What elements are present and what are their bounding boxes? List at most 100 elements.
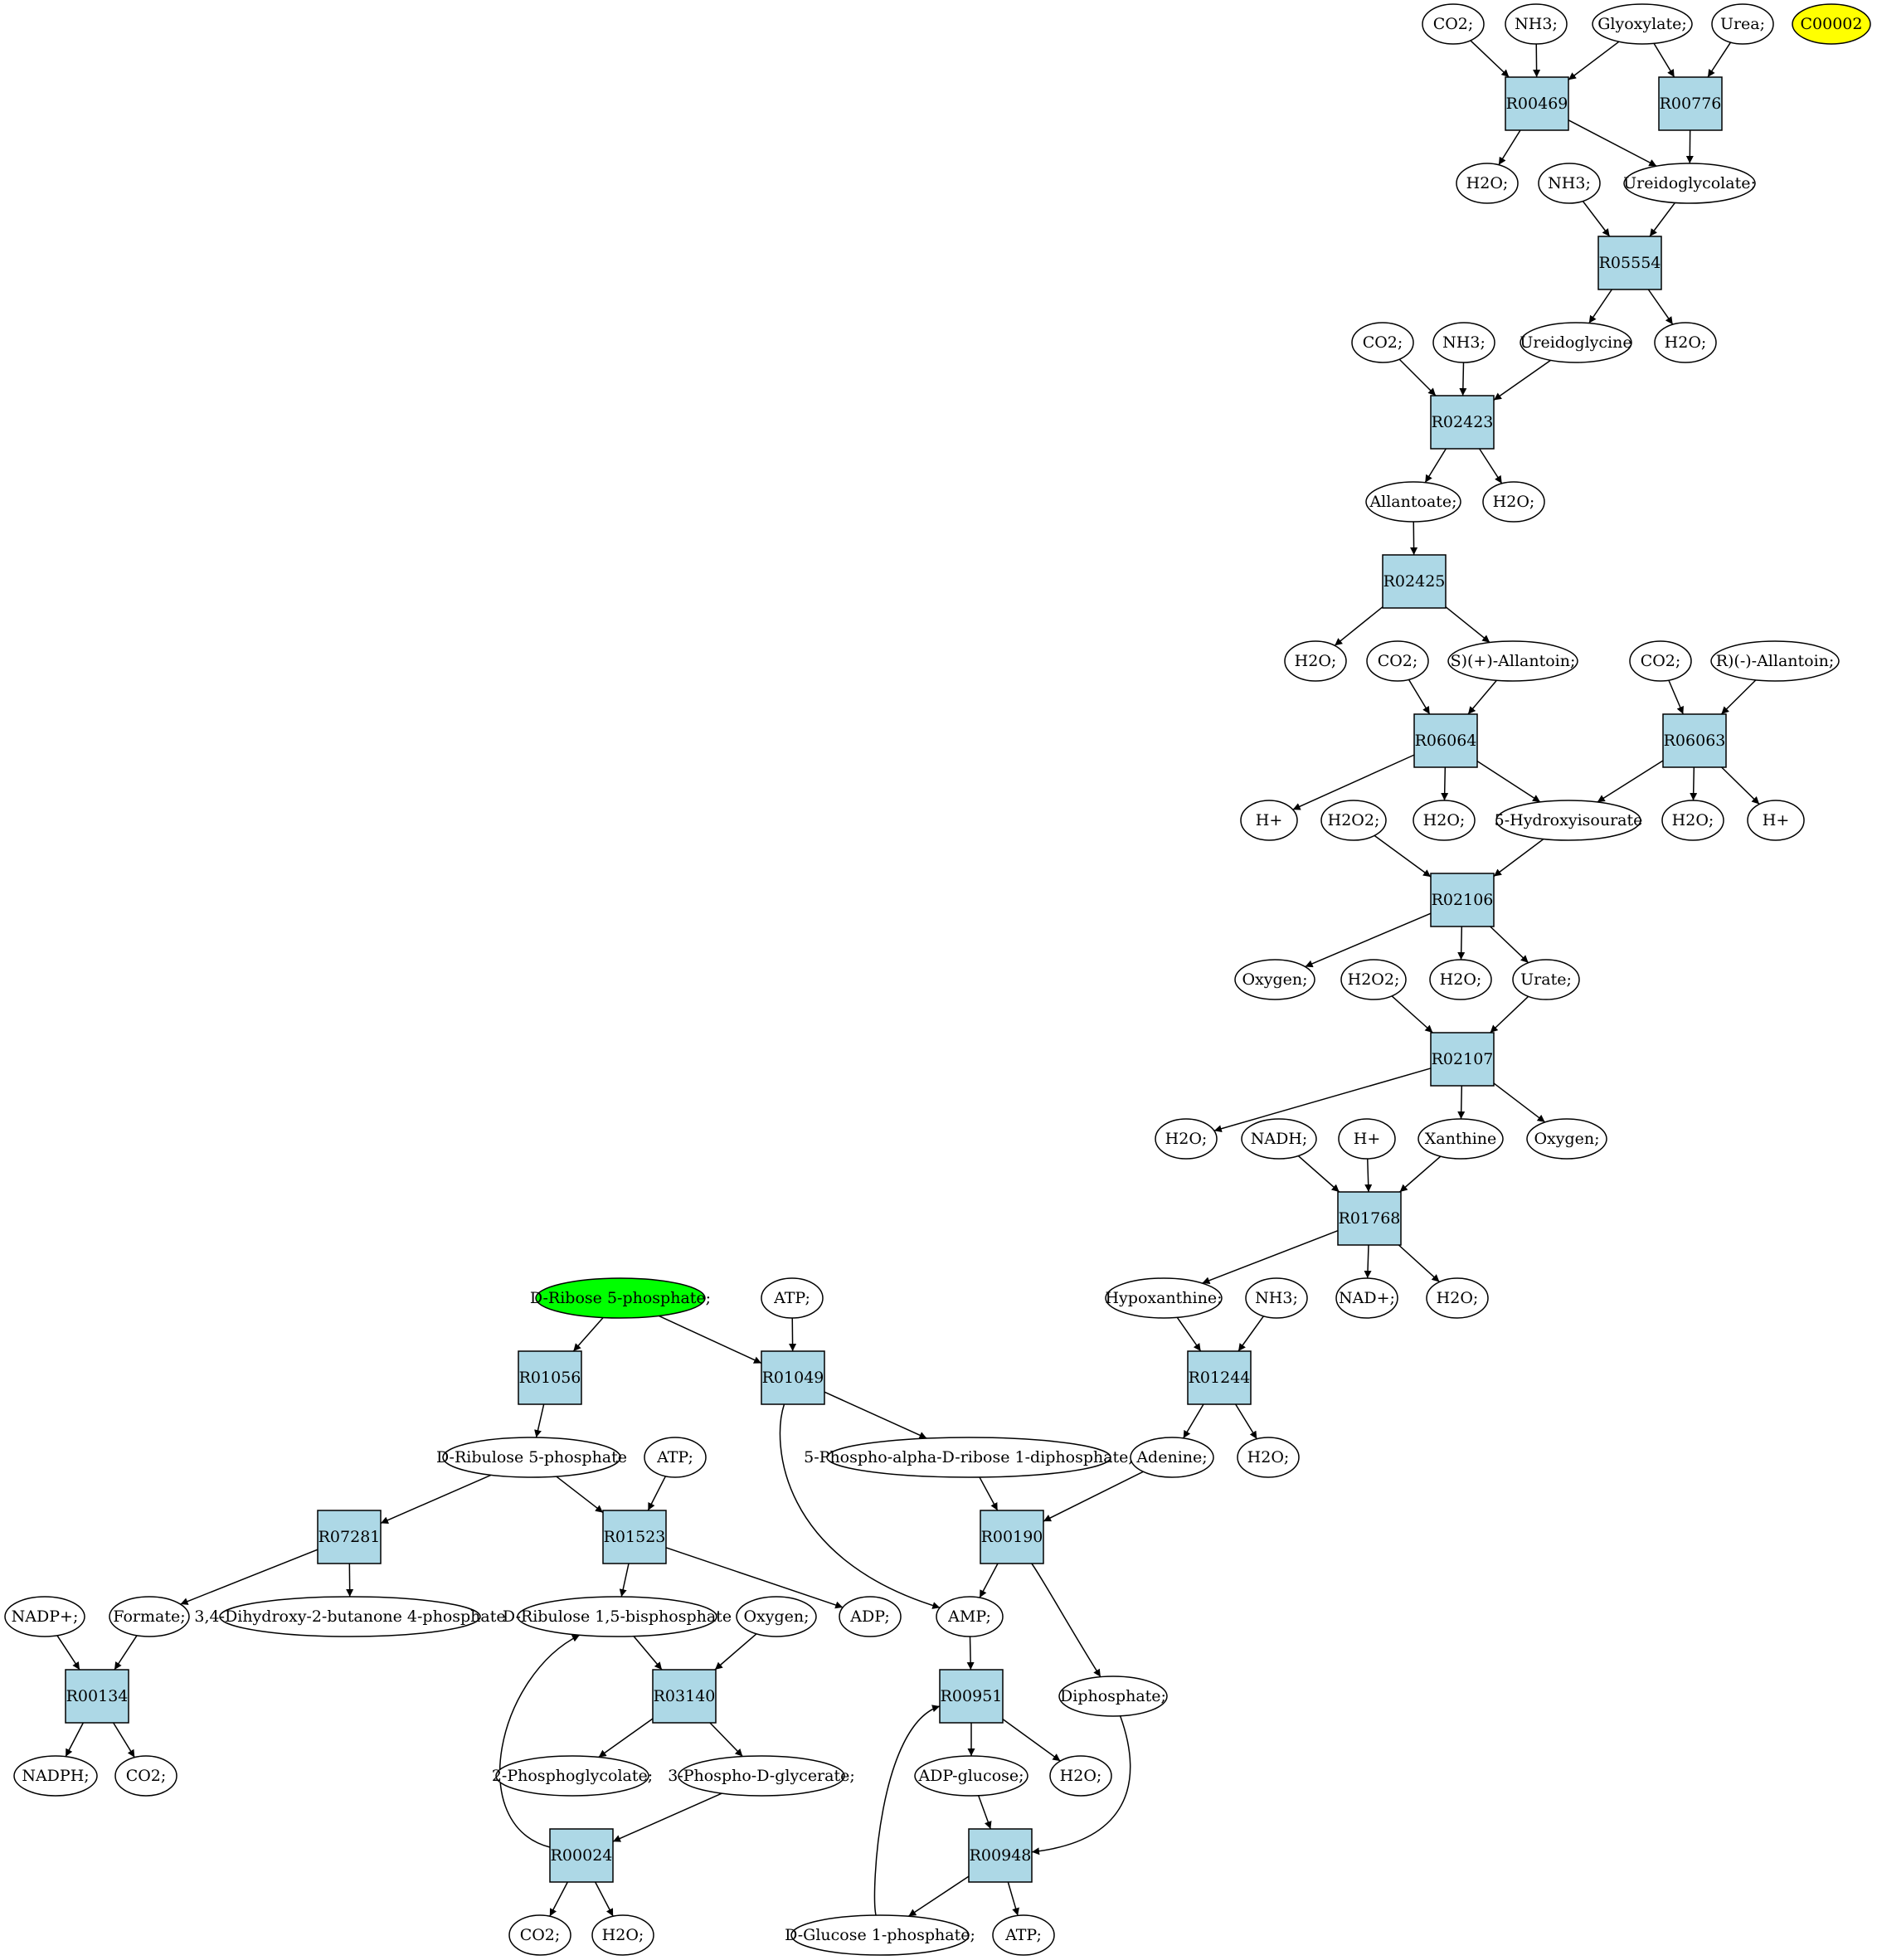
reaction-node-r11[interactable]: R01056 xyxy=(518,1350,582,1405)
compound-node-c60[interactable]: CO2; xyxy=(508,1914,571,1956)
compound-node-c54[interactable]: NADPH; xyxy=(13,1755,98,1797)
compound-node-c59[interactable]: H2O; xyxy=(1049,1755,1112,1797)
compound-node-c38[interactable]: NH3; xyxy=(1245,1277,1308,1319)
reaction-node-r9[interactable]: R02107 xyxy=(1430,1032,1495,1087)
compound-node-c55[interactable]: CO2; xyxy=(114,1755,177,1797)
reaction-node-r10[interactable]: R01768 xyxy=(1337,1191,1402,1246)
compound-node-c56[interactable]: 2-Phosphoglycolate; xyxy=(492,1755,653,1797)
compound-node-c19[interactable]: R)(-)-Allantoin; xyxy=(1710,640,1840,682)
compound-node-c58[interactable]: ADP-glucose; xyxy=(914,1755,1028,1797)
compound-node-c52[interactable]: AMP; xyxy=(936,1596,1004,1637)
compound-node-c47[interactable]: Formate; xyxy=(109,1596,190,1637)
compound-node-c23[interactable]: 5-Hydroxyisourate xyxy=(1495,800,1643,841)
compound-node-c39[interactable]: NAD+; xyxy=(1335,1277,1398,1319)
compound-node-c3[interactable]: Glyoxylate; xyxy=(1592,3,1693,45)
compound-node-c6[interactable]: H2O; xyxy=(1456,163,1519,204)
edge-c31-to-r10 xyxy=(1297,1155,1340,1193)
compound-node-c15[interactable]: H2O; xyxy=(1284,640,1347,682)
compound-node-c35[interactable]: D-Ribose 5-phosphate; xyxy=(530,1277,711,1319)
compound-node-c20[interactable]: H+ xyxy=(1240,800,1298,841)
reaction-node-r17[interactable]: R00134 xyxy=(65,1669,129,1724)
compound-node-c57[interactable]: 3-Phospho-D-glycerate; xyxy=(668,1755,855,1797)
reaction-node-r2[interactable]: R00776 xyxy=(1658,76,1723,131)
compound-node-c17[interactable]: S)(+)-Allantoin; xyxy=(1447,640,1578,682)
reaction-node-r20[interactable]: R00024 xyxy=(549,1828,614,1883)
compound-node-c5[interactable]: C00002 xyxy=(1792,3,1871,45)
compound-node-c51[interactable]: ADP; xyxy=(839,1596,902,1637)
compound-ellipse xyxy=(644,1437,707,1478)
reaction-box xyxy=(1413,713,1478,768)
compound-node-c63[interactable]: ATP; xyxy=(992,1914,1055,1956)
compound-node-c29[interactable]: Urate; xyxy=(1512,959,1580,1000)
compound-node-c24[interactable]: H2O; xyxy=(1661,800,1724,841)
compound-ellipse xyxy=(1105,1277,1223,1319)
node-label: Oxygen; xyxy=(743,1607,809,1626)
compound-node-c10[interactable]: NH3; xyxy=(1432,322,1495,363)
compound-node-c26[interactable]: Oxygen; xyxy=(1234,959,1315,1000)
compound-node-c46[interactable]: NADP+; xyxy=(4,1596,85,1637)
compound-node-c11[interactable]: Ureidoglycine xyxy=(1520,322,1632,363)
reaction-node-r7[interactable]: R06063 xyxy=(1662,713,1727,768)
node-label: R01768 xyxy=(1339,1209,1401,1228)
compound-node-c22[interactable]: H2O; xyxy=(1413,800,1476,841)
edge-r13-to-c45 xyxy=(1235,1403,1257,1440)
compound-node-c41[interactable]: D-Ribulose 5-phosphate xyxy=(436,1437,627,1478)
compound-node-c49[interactable]: D-Ribulose 1,5-bisphosphate xyxy=(503,1596,732,1637)
compound-node-c7[interactable]: NH3; xyxy=(1538,163,1601,204)
reaction-node-r4[interactable]: R02423 xyxy=(1430,395,1495,450)
compound-node-c16[interactable]: CO2; xyxy=(1366,640,1429,682)
compound-ellipse xyxy=(1592,3,1693,45)
compound-node-c45[interactable]: H2O; xyxy=(1237,1437,1300,1478)
compound-node-c50[interactable]: Oxygen; xyxy=(736,1596,817,1637)
edge-c57-to-r20 xyxy=(612,1792,722,1842)
reaction-node-r16[interactable]: R00190 xyxy=(980,1510,1044,1564)
reaction-node-r5[interactable]: R02425 xyxy=(1382,554,1447,609)
compound-node-c31[interactable]: NADH; xyxy=(1241,1118,1317,1160)
reaction-node-r1[interactable]: R00469 xyxy=(1505,76,1569,131)
compound-node-c53[interactable]: Diphosphate; xyxy=(1058,1675,1168,1717)
reaction-node-r15[interactable]: R01523 xyxy=(602,1510,667,1564)
reaction-node-r14[interactable]: R07281 xyxy=(317,1510,382,1564)
compound-node-c30[interactable]: H2O; xyxy=(1155,1118,1218,1160)
compound-node-c1[interactable]: CO2; xyxy=(1422,3,1485,45)
compound-node-c28[interactable]: H2O; xyxy=(1429,959,1492,1000)
reaction-node-r19[interactable]: R00951 xyxy=(939,1669,1004,1724)
compound-node-c2[interactable]: NH3; xyxy=(1505,3,1568,45)
compound-node-c13[interactable]: Allantoate; xyxy=(1365,481,1461,523)
compound-node-c44[interactable]: Adenine; xyxy=(1130,1437,1214,1478)
compound-node-c34[interactable]: Oxygen; xyxy=(1526,1118,1607,1160)
compound-node-c32[interactable]: H+ xyxy=(1338,1118,1396,1160)
compound-node-c37[interactable]: Hypoxanthine; xyxy=(1105,1277,1223,1319)
compound-ellipse xyxy=(1335,1277,1398,1319)
compound-node-c21[interactable]: H2O2; xyxy=(1320,800,1387,841)
reaction-node-r13[interactable]: R01244 xyxy=(1187,1350,1252,1405)
compound-node-c33[interactable]: Xanthine xyxy=(1417,1118,1504,1160)
compound-node-c36[interactable]: ATP; xyxy=(761,1277,824,1319)
compound-node-c9[interactable]: CO2; xyxy=(1351,322,1414,363)
compound-node-c14[interactable]: H2O; xyxy=(1482,481,1545,523)
compound-node-c61[interactable]: H2O; xyxy=(591,1914,654,1956)
compound-node-c4[interactable]: Urea; xyxy=(1711,3,1774,45)
reaction-node-r3[interactable]: R05554 xyxy=(1597,236,1662,290)
edge-c17-to-r6 xyxy=(1467,679,1497,715)
edge-r1-to-c8 xyxy=(1568,119,1657,167)
compound-node-c25[interactable]: H+ xyxy=(1747,800,1805,841)
compound-node-c62[interactable]: D-Glucose 1-phosphate; xyxy=(785,1914,975,1956)
reaction-node-r8[interactable]: R02106 xyxy=(1430,873,1495,927)
compound-node-c43[interactable]: 5-Phospho-alpha-D-ribose 1-diphosphate; xyxy=(804,1437,1134,1478)
compound-node-c27[interactable]: H2O2; xyxy=(1340,959,1407,1000)
compound-node-c8[interactable]: Ureidoglycolate; xyxy=(1623,163,1756,204)
compound-ellipse xyxy=(1520,322,1632,363)
reaction-node-r12[interactable]: R01049 xyxy=(761,1350,825,1405)
compound-node-c18[interactable]: CO2; xyxy=(1629,640,1692,682)
reaction-node-r21[interactable]: R00948 xyxy=(968,1828,1033,1883)
reaction-node-r6[interactable]: R06064 xyxy=(1413,713,1478,768)
compound-ellipse xyxy=(1526,1118,1607,1160)
reaction-node-r18[interactable]: R03140 xyxy=(652,1669,717,1724)
edge-c23-to-r8 xyxy=(1493,838,1544,878)
compound-node-c42[interactable]: ATP; xyxy=(644,1437,707,1478)
compound-node-c40[interactable]: H2O; xyxy=(1426,1277,1489,1319)
edge-r14-to-c47 xyxy=(180,1549,319,1605)
compound-node-c12[interactable]: H2O; xyxy=(1654,322,1717,363)
compound-node-c48[interactable]: 3,4-Dihydroxy-2-butanone 4-phosphate xyxy=(194,1596,506,1637)
